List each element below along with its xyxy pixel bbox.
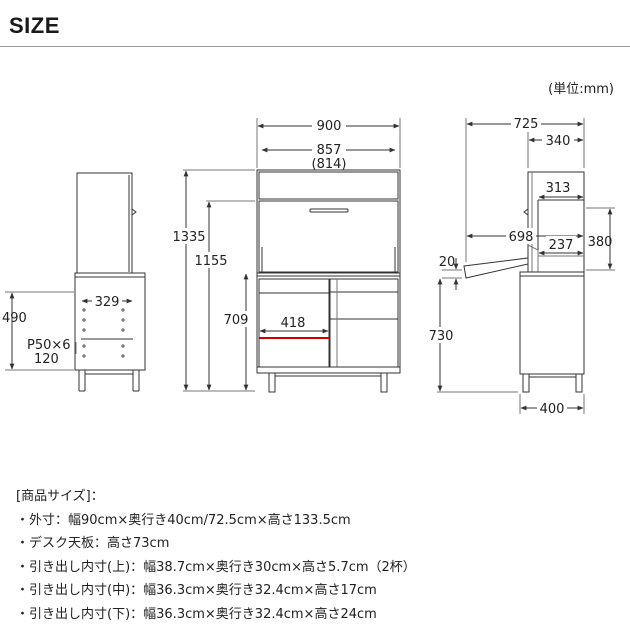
dim-side-depth-upper: 340 (546, 134, 571, 149)
spec-list: [商品サイズ]： ・外寸：幅90cm×奥行き40cm/72.5cm×高さ133.… (16, 485, 416, 626)
spec-heading: [商品サイズ]： (16, 489, 104, 504)
dim-base-depth: 400 (540, 402, 565, 417)
spec-item: ・引き出し内寸(上)：幅38.7cm×奥行き30cm×高さ5.7cm（2杯） (16, 559, 416, 575)
unit-label: (単位:mm) (548, 82, 614, 97)
dim-left-inner-width: 329 (95, 295, 120, 310)
dim-front-inner-width-alt: (814) (312, 157, 347, 172)
dimension-drawing: 900 857 (814) 1335 1155 709 418 725 340 … (2, 115, 615, 417)
dim-desk-thickness: 20 (439, 255, 456, 270)
dim-drawer-width: 418 (281, 316, 306, 331)
dim-upper-opening-height: 380 (588, 235, 613, 250)
dim-lower-height: 709 (224, 313, 249, 328)
dim-desk-shelf-depth: 237 (549, 238, 574, 253)
dim-desk-height-total: 1155 (194, 254, 227, 269)
spec-item: ・デスク天板：高さ73cm (16, 536, 170, 551)
dim-desk-extended-depth: 698 (509, 230, 534, 245)
dim-left-height: 490 (2, 311, 27, 326)
dim-desk-height: 730 (429, 329, 454, 344)
dim-front-inner-width: 857 (317, 143, 342, 158)
spec-item: ・引き出し内寸(中)：幅36.3cm×奥行き32.4cm×高さ17cm (16, 583, 377, 598)
spec-item: ・外寸：幅90cm×奥行き40cm/72.5cm×高さ133.5cm (16, 512, 351, 528)
left-side-view (5, 172, 146, 392)
spec-item: ・引き出し内寸(下)：幅36.3cm×奥行き32.4cm×高さ24cm (16, 606, 377, 622)
page-title: SIZE (9, 13, 60, 38)
right-side-view (437, 118, 615, 414)
dim-total-height: 1335 (172, 230, 205, 245)
title-divider (0, 46, 630, 47)
dim-shelf-pitch: P50×6 (27, 338, 71, 353)
dim-side-inner-depth: 313 (546, 181, 571, 196)
dim-left-bottom: 120 (34, 352, 59, 367)
dim-front-width: 900 (317, 119, 342, 134)
dim-side-depth-total: 725 (514, 117, 539, 132)
